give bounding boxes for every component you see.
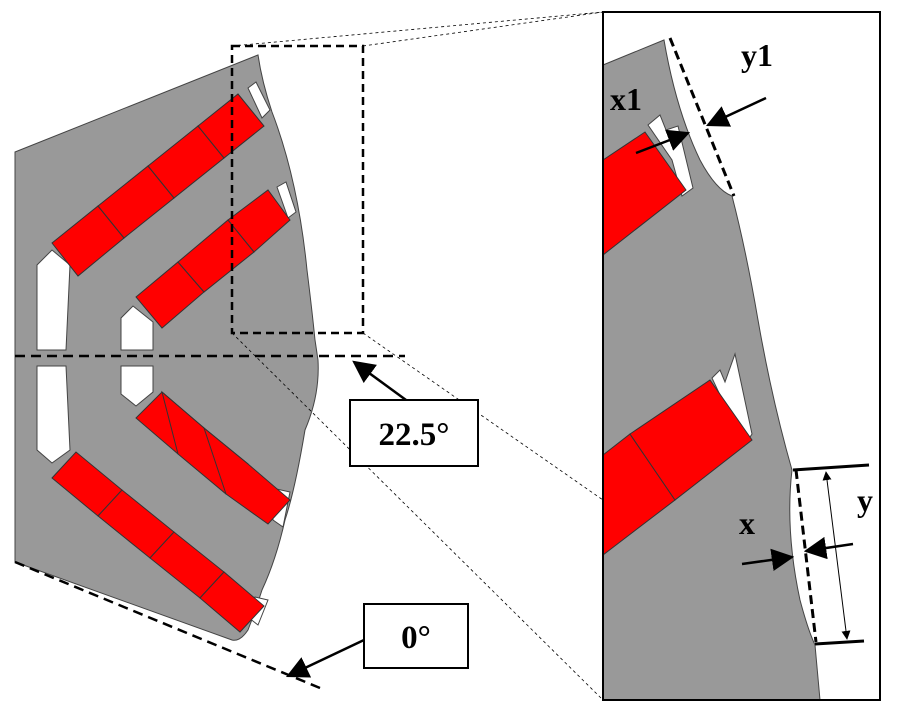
angle-arrow-0: [285, 638, 365, 678]
flux-barrier-tip-1: [247, 81, 271, 119]
angle-text-0: 0°: [401, 620, 431, 656]
notch-line-y1: [668, 37, 736, 197]
angle-arrow-22-5: [352, 360, 407, 402]
zoom-region-box: [230, 44, 365, 335]
magnet-segment: [199, 571, 265, 633]
reference-line-0-deg: [14, 560, 321, 690]
arrow-x-outer: [741, 548, 795, 571]
label-x1: x1: [610, 81, 642, 117]
magnet-row-inner-upper: [135, 189, 291, 329]
zoom-flux-barrier-upper: [647, 114, 694, 197]
flux-barrier-outer-upper: [36, 249, 71, 351]
arrow-x-inner: [803, 536, 854, 560]
zoom-connector-top-right: [362, 11, 604, 47]
zoom-connectors: [231, 11, 604, 701]
dim-arrow-y: [822, 471, 851, 640]
magnet-row-inner-lower: [135, 390, 291, 525]
flux-barrier-tip-2: [276, 181, 297, 219]
zoom-connector-bottom-right: [362, 332, 604, 501]
flux-barrier-inner-upper: [120, 305, 154, 351]
zoom-detail-panel: y1 x1 y x: [602, 11, 881, 701]
dim-tick-y-bottom: [814, 639, 865, 646]
dim-tick-y-top: [792, 463, 870, 472]
zoom-connector-bottom: [231, 332, 604, 701]
arrow-x1: [635, 129, 691, 155]
zoom-detail-frame: [602, 11, 881, 701]
magnet-segment: [202, 426, 291, 525]
zoom-magnet-lower-right: [629, 379, 753, 501]
magnet-row-outer-lower: [51, 451, 265, 633]
flux-barrier-inner-lower: [120, 365, 154, 407]
angle-label-0: 0°: [285, 603, 469, 678]
magnet-segment: [227, 189, 291, 253]
label-x: x: [739, 505, 755, 541]
angle-box-0: [363, 603, 469, 669]
zoom-connector-top: [231, 11, 604, 47]
rotor-section: [14, 44, 405, 690]
angle-label-22-5: 22.5°: [349, 360, 479, 467]
label-y: y: [857, 482, 873, 518]
angle-text-22-5: 22.5°: [379, 417, 450, 453]
label-y1: y1: [741, 37, 773, 73]
arrow-y1: [705, 96, 767, 127]
flux-barrier-outer-lower: [36, 365, 71, 464]
angle-box-22-5: [349, 399, 479, 467]
